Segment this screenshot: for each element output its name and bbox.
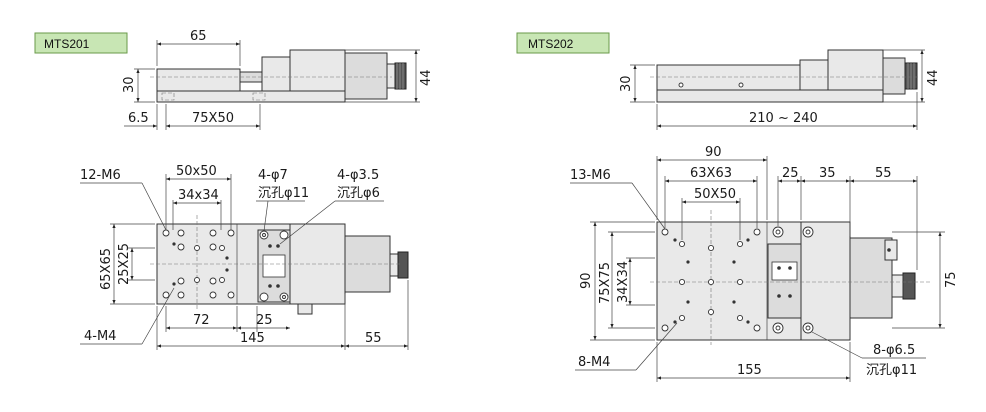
mts202-label-8-m4: 8-M4	[578, 355, 610, 370]
mts201-dim-65: 65	[190, 29, 207, 44]
mts201-dim-30: 30	[122, 76, 137, 93]
mts202-label-cb11: 沉孔φ11	[866, 363, 917, 378]
mts201-dim-50x50: 50x50	[176, 164, 217, 179]
mts201-drawing: MTS201 65 30	[34, 29, 434, 350]
mts202-dim-155: 155	[737, 363, 762, 378]
mts202-dim-75x75: 75X75	[598, 262, 613, 304]
mts201-label-cb6: 沉孔φ6	[337, 186, 380, 201]
mts202-dim-63x63: 63X63	[690, 166, 732, 181]
mts201-dim-72: 72	[193, 313, 210, 328]
mts201-label-4-phi3-5: 4-φ3.5	[337, 168, 379, 183]
mts201-label-4-phi7: 4-φ7	[258, 168, 288, 183]
mts201-label-cb11: 沉孔φ11	[258, 186, 309, 201]
mts201-dim-25x25: 25X25	[117, 243, 132, 285]
mts202-dim-75: 75	[944, 271, 959, 288]
mts202-tag: MTS202	[516, 32, 610, 54]
mts201-dim-34x34: 34x34	[178, 188, 219, 203]
mts202-drawing: MTS202 30 44	[516, 32, 959, 382]
mts202-tag-label: MTS202	[528, 37, 574, 51]
mts201-label-4-m4: 4-M4	[84, 329, 116, 344]
mts202-dim-44: 44	[926, 69, 941, 86]
mts201-dim-75x50: 75X50	[192, 111, 234, 126]
mts202-dim-25: 25	[782, 166, 799, 181]
mts201-tag-label: MTS201	[44, 37, 90, 51]
mts202-dim-30: 30	[619, 75, 634, 92]
mts202-side-view: 30 44 210 ~ 240	[619, 49, 941, 130]
mts202-dim-55: 55	[875, 166, 892, 181]
mts201-side-view: 65 30 44 6.5 75X50	[122, 29, 434, 130]
mts202-dim-50x50: 50X50	[694, 187, 736, 202]
mts201-label-12-m6: 12-M6	[80, 168, 121, 183]
mts201-top-view: 12-M6 50x50 34x34 4-φ7 沉孔φ11 4-φ3.5 沉孔φ6	[80, 164, 409, 350]
mts201-dim-65x65: 65X65	[99, 248, 114, 290]
mts201-dim-44: 44	[419, 69, 434, 86]
mts202-holes	[661, 226, 891, 334]
mts201-tag: MTS201	[34, 32, 128, 54]
mts202-dim-90-top: 90	[705, 145, 722, 160]
mts202-top-view: 90 63X63 50X50 13-M6 25 35 55	[570, 145, 959, 382]
mts202-dim-90-left: 90	[579, 272, 594, 289]
mts201-dim-55: 55	[365, 331, 382, 346]
mts202-dim-35: 35	[819, 166, 836, 181]
mts202-dim-34x34: 34X34	[616, 261, 631, 303]
mts202-label-13-m6: 13-M6	[570, 168, 611, 183]
mts201-dim-6-5: 6.5	[128, 111, 149, 126]
mts201-dim-25: 25	[256, 313, 273, 328]
mts201-holes	[162, 229, 289, 302]
mts202-label-8-phi6-5: 8-φ6.5	[873, 343, 915, 358]
mts201-dim-145: 145	[240, 331, 265, 346]
mts202-dim-210-240: 210 ~ 240	[749, 111, 818, 126]
